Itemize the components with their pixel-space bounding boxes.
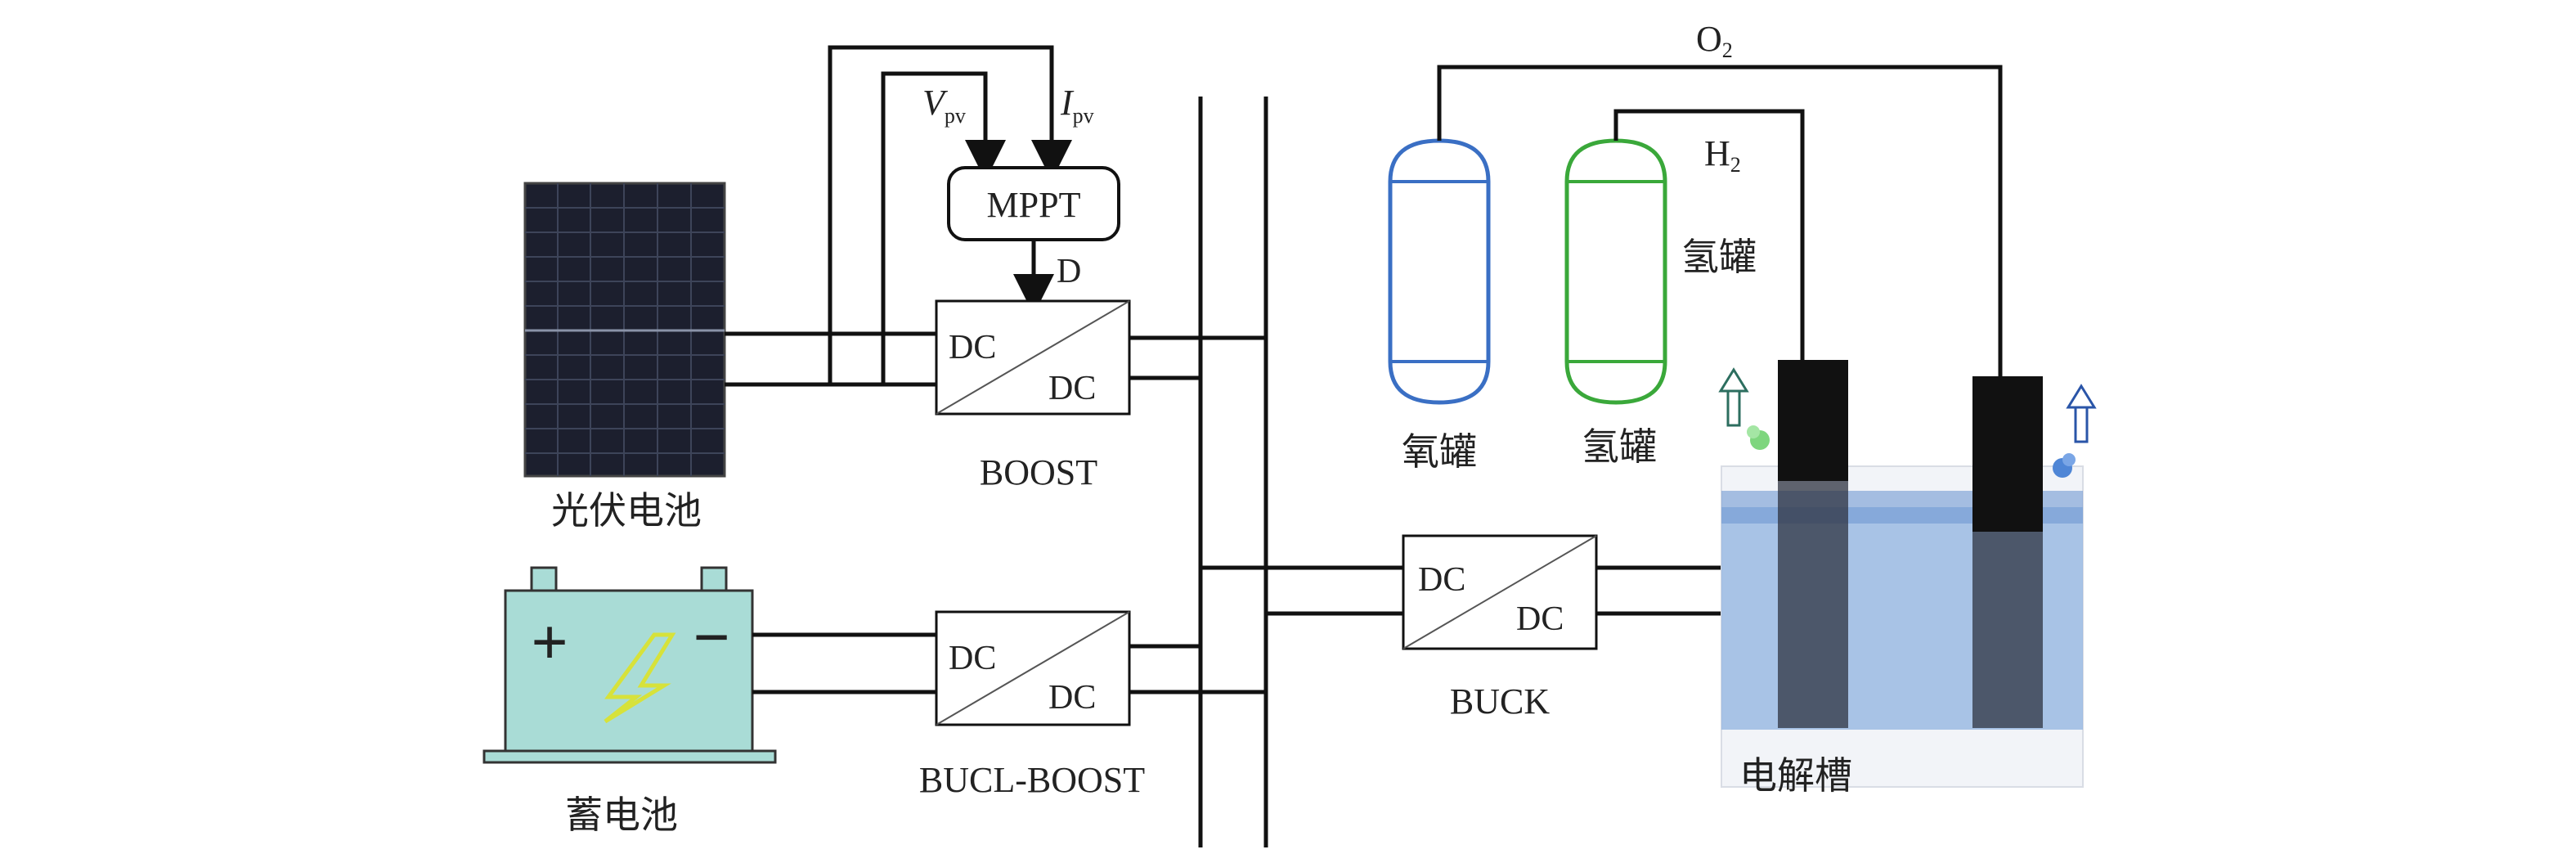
- h2-tank-label: 氢罐: [1582, 425, 1657, 469]
- battery-plus: +: [531, 607, 568, 679]
- buck-label: BUCK: [1450, 681, 1550, 721]
- boost-converter: [935, 299, 1131, 416]
- o2-tank-label: 氧罐: [1402, 429, 1477, 474]
- buck-converter: [1402, 534, 1598, 650]
- boost-label: BOOST: [980, 452, 1097, 492]
- h2-label: H2: [1704, 133, 1741, 177]
- battery-minus: −: [693, 602, 730, 674]
- o2-pipe: [1437, 65, 2003, 384]
- cathode-plate: [1778, 360, 1848, 481]
- h2-pipe: [1613, 109, 1805, 360]
- o2-label: O2: [1696, 19, 1733, 62]
- battery-label: 蓄电池: [565, 793, 678, 837]
- h2-tank: [1564, 138, 1667, 405]
- mppt-label: MPPT: [987, 185, 1081, 225]
- pv-wires: [725, 45, 1072, 387]
- boost-dc-out: DC: [1048, 370, 1096, 407]
- bidirectional-converter: [935, 610, 1131, 726]
- pv-label: 光伏电池: [551, 488, 702, 533]
- o2-tank: [1388, 138, 1491, 405]
- bidir-dc-out: DC: [1048, 679, 1096, 717]
- v-pv-label: Vpv: [922, 83, 966, 128]
- boost-dc-in: DC: [949, 329, 996, 366]
- h2-rise-arrow-icon: [1718, 367, 1749, 427]
- o2-rise-arrow-icon: [2066, 384, 2097, 443]
- lightning-icon: [604, 632, 676, 724]
- electrolyzer-label: 电解槽: [1739, 753, 1852, 798]
- buck-dc-in: DC: [1418, 561, 1465, 599]
- electrolyzer: [1718, 360, 2097, 788]
- buck-dc-out: DC: [1516, 600, 1564, 638]
- i-pv-label: Ipv: [1060, 83, 1094, 128]
- h2-side-label: 氢罐: [1681, 235, 1757, 279]
- bidir-label: BUCL-BOOST: [919, 760, 1145, 800]
- pv-panel: [523, 182, 726, 478]
- duty-label: D: [1057, 253, 1081, 290]
- anode-plate: [1972, 376, 2043, 532]
- bidir-dc-in: DC: [949, 640, 996, 677]
- battery: [482, 566, 777, 764]
